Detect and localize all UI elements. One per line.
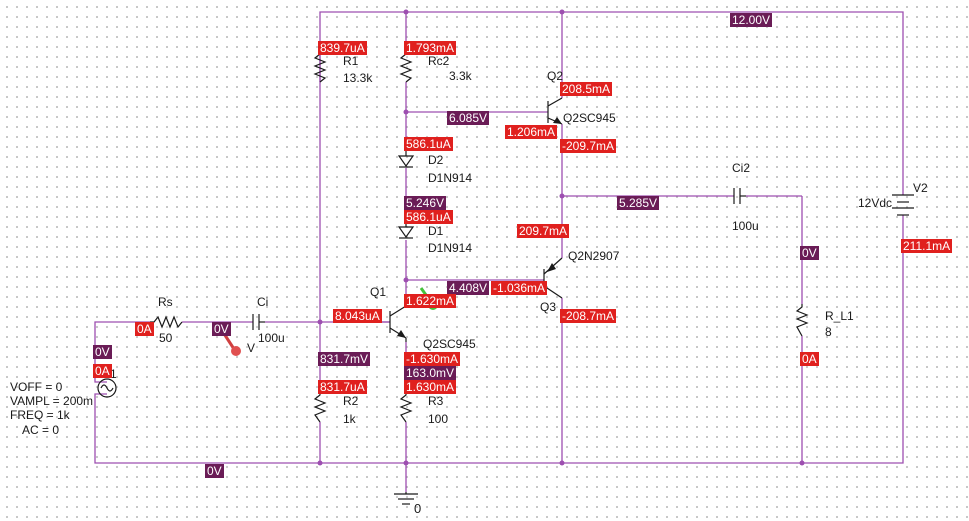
bias-voltage-marker[interactable]: 6.085V xyxy=(447,111,490,125)
rs-ref: Rs xyxy=(158,295,173,309)
ci2-ref: Ci2 xyxy=(732,161,750,175)
q2-ref: Q2 xyxy=(547,69,563,83)
source-freq: FREQ = 1k xyxy=(10,408,71,422)
r3-ref: R3 xyxy=(428,394,444,408)
bias-voltage-marker[interactable]: 12.00V xyxy=(730,13,773,27)
rl-value: 8 xyxy=(825,325,832,339)
capacitor-ci2-symbol[interactable] xyxy=(733,188,746,204)
transistor-q2-symbol[interactable] xyxy=(547,97,563,125)
bias-voltage-marker[interactable]: 0V xyxy=(93,345,112,359)
junction-dots xyxy=(317,9,805,466)
ground-label: 0 xyxy=(414,501,421,516)
q1-ref: Q1 xyxy=(370,285,386,299)
bias-voltage-marker[interactable]: 163.0mV xyxy=(404,366,457,380)
transistor-q1-symbol[interactable] xyxy=(389,302,407,342)
diode-d2-symbol[interactable] xyxy=(397,150,415,168)
r2-ref: R2 xyxy=(343,394,359,408)
resistor-rl-symbol[interactable] xyxy=(795,304,809,337)
ci-value: 100u xyxy=(258,331,285,345)
rs-value: 50 xyxy=(159,331,173,345)
bias-voltage-marker[interactable]: 831.7mV xyxy=(318,352,371,366)
resistor-rc2-symbol[interactable] xyxy=(399,50,413,83)
bias-current-marker[interactable]: 211.1mA xyxy=(901,239,953,253)
source-ref: 1 xyxy=(110,367,117,381)
source-vampl: VAMPL = 200m xyxy=(10,394,93,408)
v2-value: 12Vdc xyxy=(858,196,892,210)
rc2-ref: Rc2 xyxy=(428,54,450,68)
d2-model: D1N914 xyxy=(428,171,472,185)
bias-voltage-marker[interactable]: 0V xyxy=(800,246,819,260)
capacitor-ci-symbol[interactable] xyxy=(252,314,265,330)
r1-ref: R1 xyxy=(343,54,359,68)
bias-current-marker[interactable]: -208.7mA xyxy=(560,309,617,323)
bias-current-marker[interactable]: 831.7uA xyxy=(318,380,367,394)
diode-d1-symbol[interactable] xyxy=(397,222,415,239)
r2-value: 1k xyxy=(343,412,357,426)
resistor-rs-symbol[interactable] xyxy=(150,315,183,329)
q1-model: Q2SC945 xyxy=(423,337,476,351)
bias-current-marker[interactable]: 0A xyxy=(135,322,154,336)
d2-ref: D2 xyxy=(428,153,444,167)
bias-current-marker[interactable]: 839.7uA xyxy=(318,41,367,55)
v2-ref: V2 xyxy=(913,181,928,195)
bias-voltage-marker[interactable]: 5.246V xyxy=(404,196,447,210)
ground-symbol[interactable] xyxy=(394,492,418,505)
bias-current-marker[interactable]: 209.7mA xyxy=(517,224,570,238)
d1-ref: D1 xyxy=(428,224,444,238)
wires xyxy=(94,11,904,492)
bias-current-marker[interactable]: 208.5mA xyxy=(560,82,613,96)
sine-source-symbol[interactable] xyxy=(97,378,117,398)
ci2-value: 100u xyxy=(732,219,759,233)
bias-current-marker[interactable]: 1.622mA xyxy=(404,294,457,308)
bias-current-marker[interactable]: 586.1uA xyxy=(404,210,453,224)
d1-model: D1N914 xyxy=(428,241,472,255)
bias-current-marker[interactable]: 1.793mA xyxy=(404,41,457,55)
resistor-r1-symbol[interactable] xyxy=(313,50,327,83)
r3-value: 100 xyxy=(428,412,448,426)
v-probe-label: V xyxy=(247,341,255,355)
q3-model: Q2N2907 xyxy=(568,249,620,263)
battery-v2-symbol[interactable] xyxy=(892,194,914,216)
resistor-r2-symbol[interactable] xyxy=(313,392,327,423)
source-ac: AC = 0 xyxy=(22,423,59,437)
rc2-value: 3.3k xyxy=(449,69,473,83)
source-voff: VOFF = 0 xyxy=(10,380,63,394)
bias-current-marker[interactable]: 1.206mA xyxy=(505,125,558,139)
bias-current-marker[interactable]: 0A xyxy=(800,352,819,366)
rl-ref: R_L1 xyxy=(825,309,854,323)
bias-current-marker[interactable]: 1.630mA xyxy=(404,380,457,394)
bias-current-marker[interactable]: -209.7mA xyxy=(560,139,617,153)
bias-voltage-marker[interactable]: 0V xyxy=(205,464,224,478)
bias-current-marker[interactable]: 586.1uA xyxy=(404,137,453,151)
bias-voltage-marker[interactable]: 4.408V xyxy=(447,281,490,295)
bias-current-marker[interactable]: -1.036mA xyxy=(491,281,548,295)
resistor-r3-symbol[interactable] xyxy=(399,392,413,423)
bias-current-marker[interactable]: 0A xyxy=(93,364,112,378)
bias-voltage-marker[interactable]: 5.285V xyxy=(617,196,660,210)
bias-voltage-marker[interactable]: 0V xyxy=(212,322,231,336)
q2-model: Q2SC945 xyxy=(563,111,616,125)
ci-ref: Ci xyxy=(257,295,268,309)
q3-ref: Q3 xyxy=(540,300,556,314)
r1-value: 13.3k xyxy=(343,71,373,85)
bias-current-marker[interactable]: -1.630mA xyxy=(404,352,461,366)
bias-current-marker[interactable]: 8.043uA xyxy=(333,309,382,323)
